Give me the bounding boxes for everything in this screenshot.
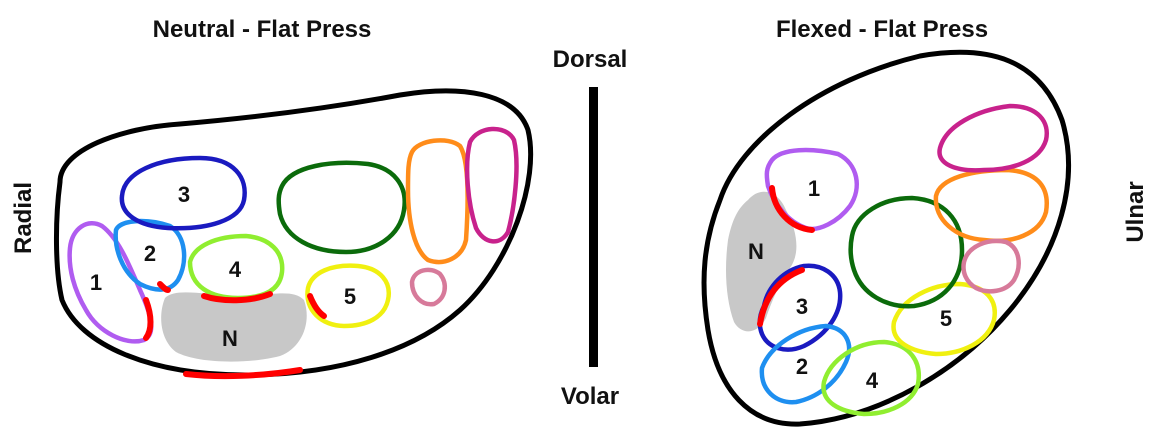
left-label-5: 5	[344, 284, 356, 309]
right-orange-structure	[936, 170, 1047, 241]
left-magenta-structure	[467, 129, 516, 241]
right-magenta-structure	[939, 106, 1046, 170]
left-label-3: 3	[178, 182, 190, 207]
left-label-4: 4	[229, 257, 242, 282]
volar-label: Volar	[561, 383, 619, 410]
left-contact-tendon1	[146, 300, 151, 338]
radial-label: Radial	[10, 182, 37, 254]
right-label-n: N	[748, 239, 764, 264]
right-dark-green-structure	[851, 198, 962, 306]
left-label-2: 2	[144, 241, 156, 266]
left-label-1: 1	[90, 270, 102, 295]
right-label-1: 1	[808, 176, 820, 201]
right-panel-title: Flexed - Flat Press	[776, 16, 988, 43]
left-orange-structure	[408, 140, 468, 262]
left-panel-title: Neutral - Flat Press	[153, 16, 372, 43]
right-label-5: 5	[940, 306, 952, 331]
ulnar-label: Ulnar	[1122, 181, 1149, 242]
left-panel: Neutral - Flat Press 1 2 3 4 5	[56, 16, 530, 376]
left-contact-tendon2	[160, 284, 168, 290]
left-label-n: N	[222, 326, 238, 351]
right-label-3: 3	[796, 294, 808, 319]
dorsal-label: Dorsal	[553, 46, 628, 73]
left-pink-structure	[412, 270, 445, 304]
right-label-4: 4	[866, 368, 879, 393]
dorsal-volar-axis-bar	[589, 87, 598, 367]
left-dark-green-structure	[279, 163, 405, 252]
right-panel: Flexed - Flat Press 1 N 3 2 4 5	[704, 16, 1069, 424]
right-label-2: 2	[796, 354, 808, 379]
right-pink-structure	[964, 241, 1019, 291]
